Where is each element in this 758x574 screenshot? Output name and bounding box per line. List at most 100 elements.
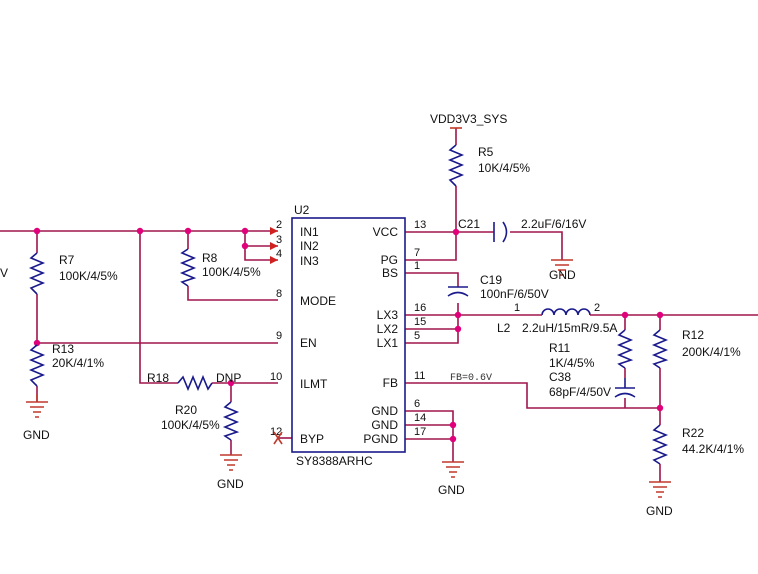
pin-number: 15 — [414, 316, 426, 328]
pin-number: 9 — [276, 330, 282, 342]
wire-lx-join — [405, 315, 459, 344]
junction-dot — [449, 435, 457, 443]
pin-name: GND — [371, 404, 398, 418]
junction-dot — [449, 421, 457, 429]
pin-number: 14 — [414, 412, 426, 424]
r13-value: 20K/4/1% — [52, 356, 104, 370]
pin-name: IN1 — [300, 225, 319, 239]
r7-ref: R7 — [59, 253, 75, 267]
r5-value: 10K/4/5% — [478, 161, 530, 175]
r22-value: 44.2K/4/1% — [682, 442, 744, 456]
pin-name: GND — [371, 418, 398, 432]
resistor-r20 — [222, 401, 240, 441]
c19-ref: C19 — [480, 273, 502, 287]
resistor-r7 — [28, 252, 46, 295]
pin-number: 11 — [414, 370, 425, 382]
junction-dot — [33, 339, 41, 347]
pin-number: 2 — [276, 219, 282, 231]
ic-body — [291, 217, 406, 453]
pin-number: 17 — [414, 426, 426, 438]
pin-arrows — [270, 227, 278, 264]
resistor-r11 — [616, 329, 634, 369]
r11-ref: R11 — [549, 341, 570, 355]
net-labels: VDD3V3_SYS FB=0.6V V — [0, 112, 507, 384]
junction-dot — [454, 311, 462, 319]
wire-r5-pg — [405, 128, 457, 261]
pin-number: 6 — [414, 398, 420, 410]
junction-dot — [33, 227, 41, 235]
wire-gnd-pins — [405, 410, 454, 462]
pin-name: FB — [383, 376, 398, 390]
junction-dot — [136, 227, 144, 235]
no-connect-marker — [273, 431, 283, 445]
junction-dot — [452, 228, 460, 236]
r12-value: 200K/4/1% — [682, 345, 741, 359]
ic-part: SY8388ARHC — [296, 454, 373, 468]
pin-name: LX1 — [377, 336, 399, 350]
r11-value: 1K/4/5% — [549, 356, 595, 370]
pin-number: 16 — [414, 302, 426, 314]
pin-number: 7 — [414, 247, 420, 259]
gnd-symbol — [26, 394, 48, 418]
pin-number: 13 — [414, 219, 426, 231]
c21-ref: C21 — [458, 217, 480, 231]
junction-dot — [227, 379, 235, 387]
wire-fb — [405, 382, 660, 409]
pin-name: VCC — [373, 225, 399, 239]
junction-dot — [184, 227, 192, 235]
junction-dot — [656, 311, 664, 319]
r20-value: 100K/4/5% — [161, 418, 220, 432]
resistor-r12 — [651, 329, 669, 369]
vdd-label: VDD3V3_SYS — [430, 112, 507, 126]
pin-name: LX2 — [377, 322, 399, 336]
pin-name: BS — [382, 266, 398, 280]
r12-ref: R12 — [682, 328, 704, 342]
junction-dot — [241, 242, 249, 250]
capacitor-c21 — [493, 221, 508, 243]
inductor-l2: 1 2 L2 2.2uH/15mR/9.5A — [497, 302, 617, 335]
capacitors: C21 2.2uF/6/16V C19 100nF/6/50V C38 68pF… — [447, 217, 636, 399]
gnd-label: GND — [438, 483, 465, 497]
gnd-symbol — [442, 461, 464, 478]
r18-value: DNP — [216, 371, 241, 385]
pin-name: LX3 — [377, 308, 399, 322]
resistors: R5 10K/4/5% R7 100K/4/5% R8 100K/4/5% R1… — [28, 144, 744, 465]
pin-name: IN3 — [300, 254, 319, 268]
wire-r18-ilmt — [139, 231, 278, 384]
capacitor-c19 — [447, 286, 469, 297]
capacitor-c38 — [614, 378, 636, 398]
pin-number: 4 — [276, 248, 282, 260]
gnd-label: GND — [646, 504, 673, 518]
pin-number: 8 — [276, 288, 282, 300]
pin-number: 5 — [414, 330, 420, 342]
pin-name: MODE — [300, 294, 336, 308]
r7-value: 100K/4/5% — [59, 269, 118, 283]
inductor-coil — [541, 308, 591, 316]
pin-name: EN — [300, 336, 317, 350]
c19-value: 100nF/6/50V — [480, 287, 549, 301]
r8-ref: R8 — [202, 251, 218, 265]
r8-value: 100K/4/5% — [202, 265, 261, 279]
resistor-r22 — [651, 424, 669, 465]
r18-ref: R18 — [147, 371, 169, 385]
pin-name: PG — [381, 253, 398, 267]
gnd-label: GND — [217, 477, 244, 491]
fb-note: FB=0.6V — [450, 373, 492, 384]
pin-name: BYP — [300, 432, 324, 446]
junction-dot — [621, 311, 629, 319]
pin-number: 10 — [270, 371, 282, 383]
ic-ref: U2 — [294, 203, 310, 217]
c38-ref: C38 — [549, 370, 571, 384]
l2-pin-a: 1 — [514, 302, 520, 314]
r5-ref: R5 — [478, 145, 494, 159]
r22-ref: R22 — [682, 426, 704, 440]
pin-number: 3 — [276, 234, 282, 246]
vin-label-fragment: V — [0, 266, 8, 280]
resistor-r18 — [177, 374, 213, 392]
pin-name: ILMT — [300, 377, 328, 391]
gnd-symbol — [551, 259, 573, 276]
pin-name: PGND — [363, 432, 398, 446]
l2-ref: L2 — [497, 321, 511, 335]
